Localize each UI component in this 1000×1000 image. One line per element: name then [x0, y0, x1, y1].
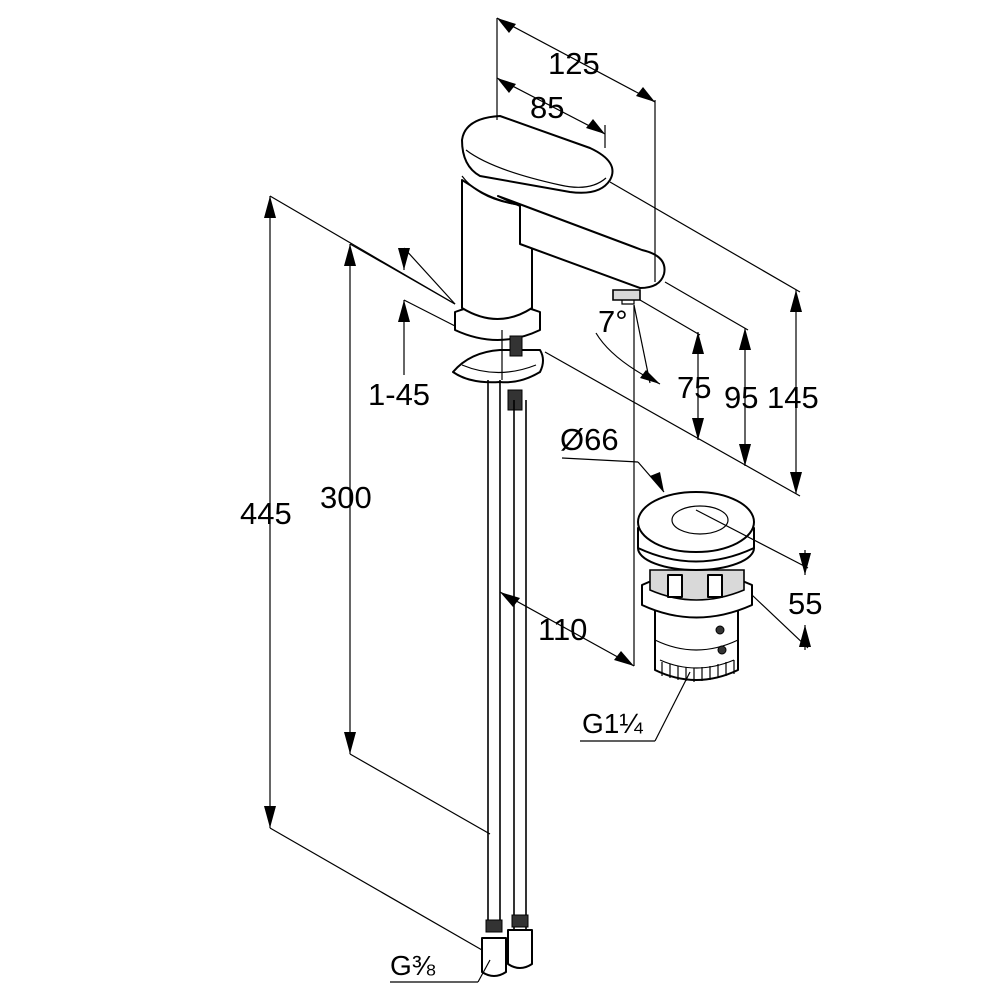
thread-label-g1-1-4: G1¼ [582, 708, 643, 739]
dim-label-110: 110 [538, 612, 587, 647]
thread-label-g3-8: G⅜ [390, 950, 436, 981]
dim-label-95: 95 [724, 380, 758, 415]
dim-label-85: 85 [530, 90, 564, 125]
mounting-parts [452, 330, 544, 411]
dimension-labels: 125 85 7° 75 95 145 1-45 Ø66 445 300 55 … [240, 46, 822, 981]
dim-label-125: 125 [548, 46, 600, 81]
faucet-body [454, 115, 666, 341]
supply-hoses [481, 380, 533, 977]
dim-label-445: 445 [240, 496, 292, 531]
dim-label-75: 75 [677, 370, 711, 405]
dim-label-300: 300 [320, 480, 372, 515]
dim-label-7deg: 7° [598, 304, 628, 339]
dim-label-145: 145 [767, 380, 819, 415]
dim-label-1-45: 1-45 [368, 377, 430, 412]
arrowheads [264, 18, 811, 828]
dim-label-diameter-66: Ø66 [560, 422, 619, 457]
waste-fitting [637, 491, 755, 682]
dim-label-55: 55 [788, 586, 822, 621]
dimension-lines [269, 17, 809, 983]
waste-thread-lines [661, 660, 735, 682]
